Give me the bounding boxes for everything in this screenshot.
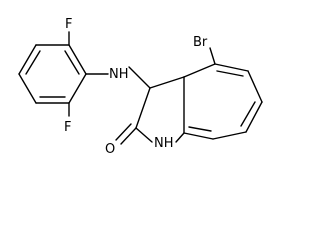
bond bbox=[68, 73, 87, 104]
lactam-ring bbox=[135, 76, 185, 143]
structure-diagram: F F NH Br NH O bbox=[18, 17, 263, 157]
bond bbox=[18, 73, 37, 104]
bond bbox=[247, 70, 263, 103]
fluorine-bottom-label: F bbox=[64, 120, 71, 135]
bond-n-c3 bbox=[128, 66, 151, 89]
double-bond-inner bbox=[64, 50, 80, 75]
bond bbox=[135, 127, 153, 143]
bond-c-br bbox=[209, 47, 216, 65]
amine-nh-label: NH bbox=[109, 67, 129, 82]
bond bbox=[214, 63, 249, 72]
bond bbox=[245, 101, 263, 133]
bond bbox=[149, 76, 185, 89]
bond bbox=[183, 132, 214, 140]
double-bond-inner bbox=[216, 70, 244, 77]
fluorine-top-label: F bbox=[65, 17, 72, 32]
difluorophenyl-ring bbox=[18, 44, 87, 104]
bond bbox=[68, 44, 87, 75]
carbonyl-oxygen-label: O bbox=[105, 142, 115, 157]
carbonyl-bond bbox=[120, 127, 137, 145]
lactam-nh-label: NH bbox=[154, 136, 174, 151]
benzo-ring bbox=[183, 63, 263, 140]
bond bbox=[175, 132, 185, 143]
bond bbox=[183, 63, 216, 78]
double-bond-inner bbox=[25, 50, 41, 75]
bond bbox=[18, 44, 37, 75]
bond bbox=[212, 131, 247, 140]
carbonyl-bond-second bbox=[115, 123, 132, 141]
bromine-label: Br bbox=[193, 35, 208, 50]
double-bond-inner bbox=[240, 101, 256, 127]
bond bbox=[135, 87, 151, 129]
double-bond-inner bbox=[188, 126, 212, 132]
